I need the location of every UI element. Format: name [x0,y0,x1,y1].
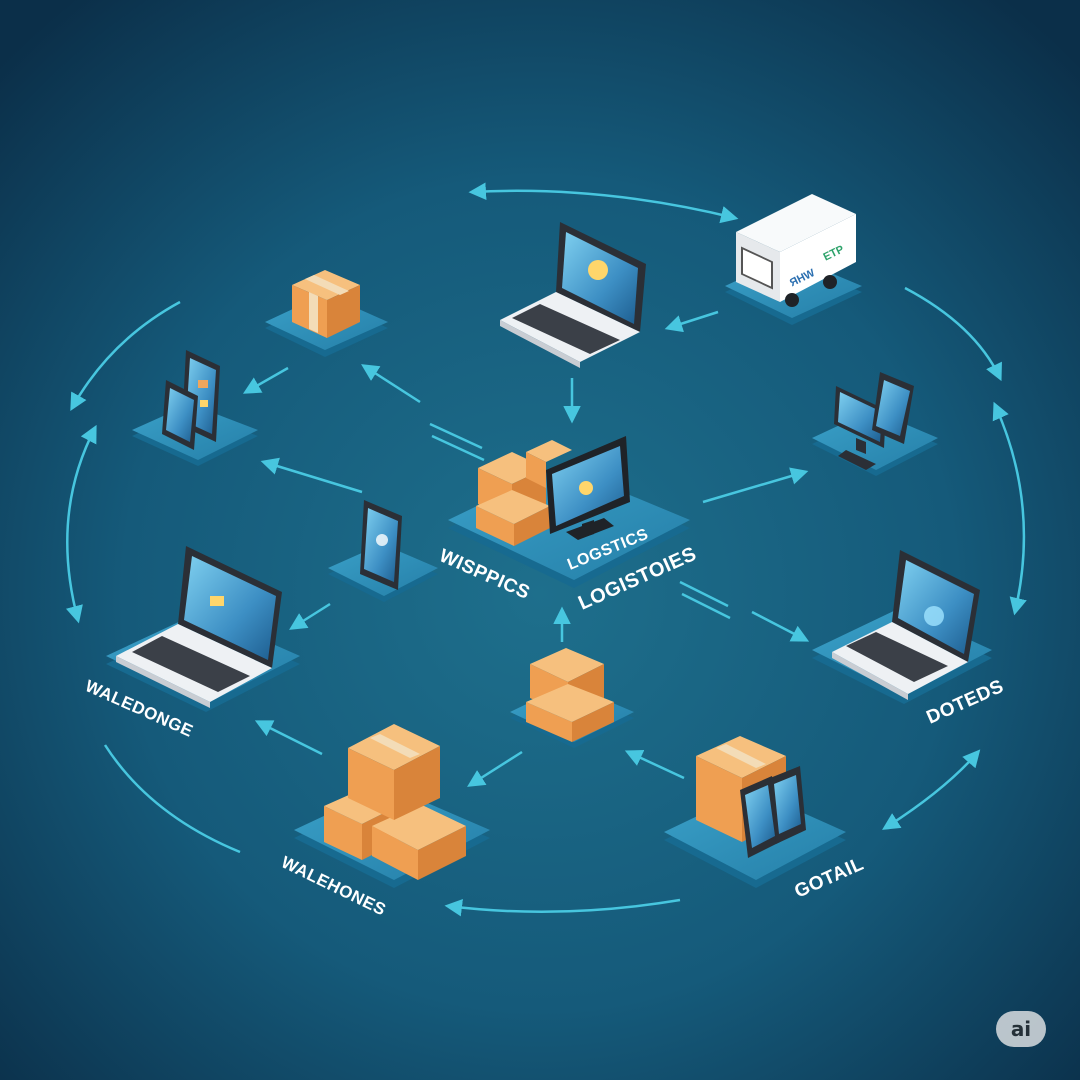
double-line-b2 [681,592,731,620]
arrow-hub-to-right-laptop [751,610,810,642]
monitors-and-tablet-icon [834,372,914,470]
arrow-warehouse-to-laptop [254,720,323,756]
arrow-right [992,401,1027,616]
retail-box-and-tablets-icon [696,736,806,858]
arrow-boxes-to-warehouse [467,750,523,787]
laptop-icon-right [832,550,980,700]
double-line-a2 [431,434,485,462]
arrow-truck-to-laptop [664,310,719,333]
hub-monitor-icon [546,436,630,540]
arrow-hub-to-phones [260,457,363,494]
double-line-a1 [429,422,483,450]
smartphones-icon [162,350,220,450]
arrow-retail-to-boxes [624,749,685,780]
arrow-box-to-phones [242,366,289,394]
double-line-b1 [679,580,729,608]
arrow-bottom-right [882,749,981,830]
outer-ring-arrows [65,182,1027,917]
hub-boxes-icon [476,440,572,546]
smartphone-icon [360,500,402,590]
arrow-left [65,424,97,624]
arrow-phone-to-laptop [289,602,331,630]
arrow-top [468,182,739,224]
inner-arrows [242,310,810,787]
laptop-icon [500,222,646,368]
small-boxes-icon [526,648,614,742]
delivery-truck-icon: ЯHW ETP [736,194,856,307]
laptop-icon-left [116,546,282,708]
arrow-hub-to-monitors [702,467,809,504]
warehouse-boxes-icon [324,724,466,880]
arrow-hub-to-box [361,364,421,404]
arrow-bottom [444,898,681,917]
arrow-bottom-left [103,744,241,854]
ai-badge: ai [996,1011,1046,1047]
cardboard-box-icon [292,270,360,338]
arrow-top-left [70,300,181,412]
arrow-right-top [904,286,1002,382]
